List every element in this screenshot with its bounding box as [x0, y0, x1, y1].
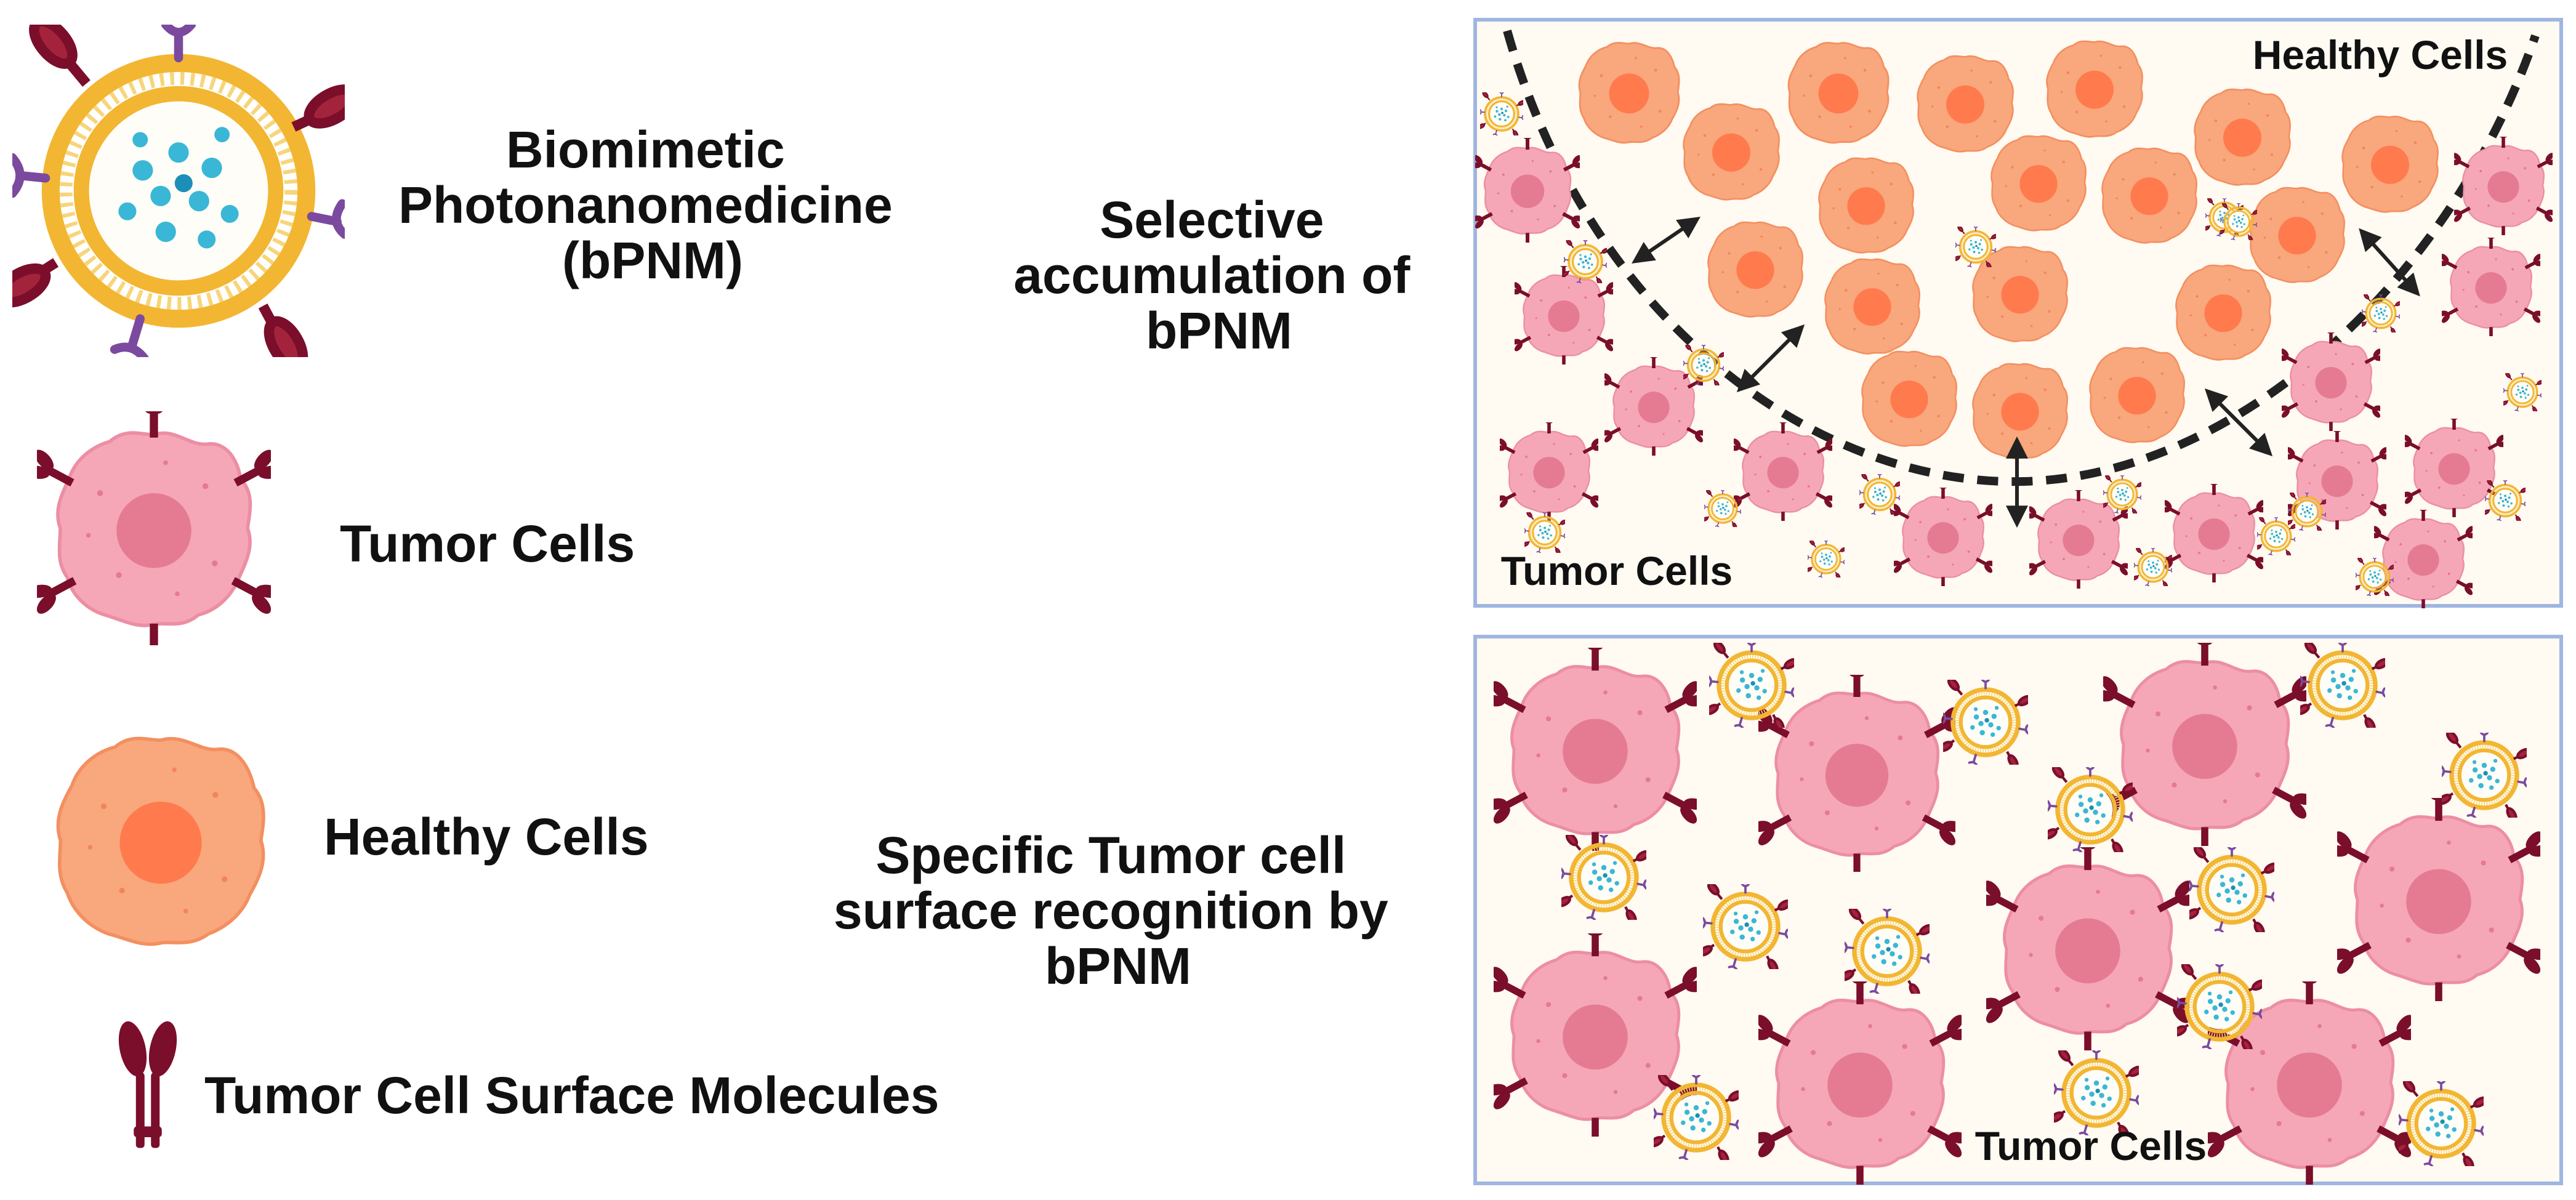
recognition-line-3: bPNM [1045, 937, 1191, 995]
top-panel-tumor-label: Tumor Cells [1501, 548, 1733, 594]
bottom-panel-tumor-label: Tumor Cells [1975, 1123, 2207, 1169]
accumulation-line-2: accumulation of [1013, 246, 1411, 304]
tumor-cell-icon [22, 389, 286, 672]
surface-molecule-legend-label: Tumor Cell Surface Molecules [204, 1066, 939, 1124]
transport-arrows [1632, 216, 2420, 528]
bpnm-legend-label: Biomimetic Photonanomedicine (bPNM) [398, 121, 907, 289]
recognition-line-2: surface recognition by [834, 882, 1388, 940]
surface-molecule-icon [114, 1018, 182, 1148]
bpnm-legend-line-1: Biomimetic [506, 121, 785, 179]
selective-accumulation-panel: Healthy Cells Tumor Cells [1473, 18, 2563, 608]
surface-recognition-panel: Tumor Cells [1473, 635, 2563, 1185]
accumulation-line-3: bPNM [1146, 302, 1292, 360]
surface-recognition-text: Specific Tumor cell surface recognition … [834, 826, 1403, 995]
top-panel-healthy-label: Healthy Cells [2253, 32, 2508, 78]
accumulation-line-1: Selective [1100, 191, 1324, 249]
bpnm-legend-line-2: Photonanomedicine [398, 176, 893, 234]
selective-accumulation-text: Selective accumulation of bPNM [1013, 191, 1424, 360]
recognition-line-1: Specific Tumor cell [875, 826, 1346, 884]
healthy-cell-icon [58, 738, 264, 944]
tumor-cell-legend-label: Tumor Cells [340, 515, 635, 573]
bpnm-nanoparticle-icon [0, 15, 361, 373]
healthy-cell-legend-label: Healthy Cells [324, 808, 649, 866]
legend: Biomimetic Photonanomedicine (bPNM) Tumo… [0, 15, 939, 1148]
bpnm-legend-line-3: (bPNM) [562, 232, 743, 289]
